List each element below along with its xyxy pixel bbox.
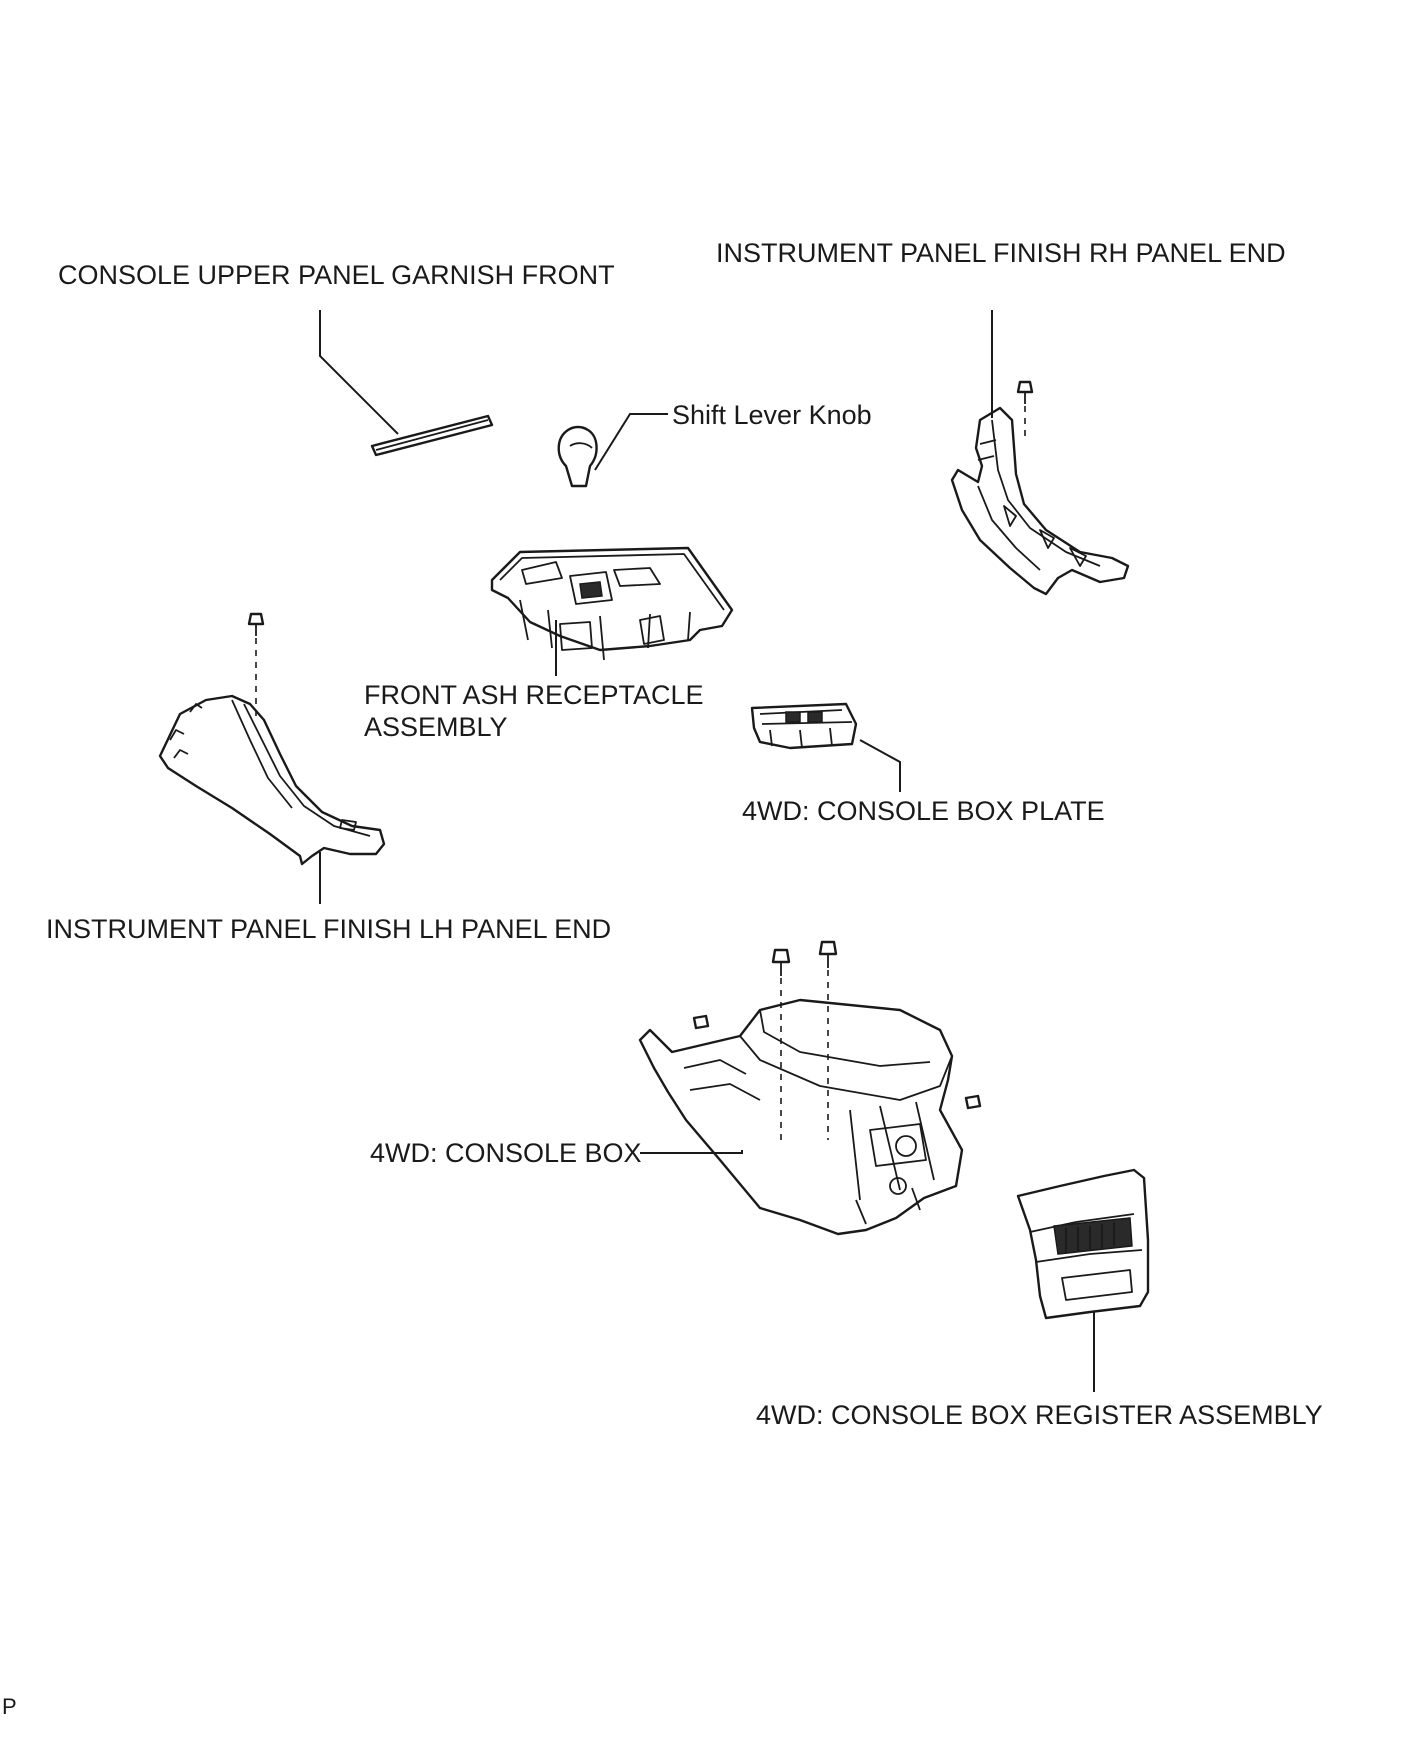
leader-console-plate	[859, 739, 901, 792]
label-console-box-register-assembly: 4WD: CONSOLE BOX REGISTER ASSEMBLY	[756, 1400, 1323, 1430]
label-console-box: 4WD: CONSOLE BOX	[370, 1138, 642, 1168]
label-instrument-panel-finish-lh-panel-end: INSTRUMENT PANEL FINISH LH PANEL END	[46, 914, 612, 944]
label-shift-lever-knob: Shift Lever Knob	[672, 400, 872, 430]
console-box-register-assembly-part	[1016, 1168, 1150, 1320]
screw-rh	[1016, 380, 1034, 404]
instrument-panel-finish-lh-part	[158, 694, 386, 866]
screw-console-1	[771, 948, 791, 976]
leader-shift-knob	[594, 413, 668, 471]
console-upper-panel-garnish-front-part	[370, 414, 494, 457]
label-console-upper-panel-garnish-front: CONSOLE UPPER PANEL GARNISH FRONT	[58, 260, 615, 290]
label-front-ash-receptacle-line1: FRONT ASH RECEPTACLE	[364, 680, 704, 710]
shift-lever-knob-part	[557, 425, 598, 488]
leader-console-box	[640, 1150, 743, 1154]
label-front-ash-receptacle-line2: ASSEMBLY	[364, 712, 508, 742]
instrument-panel-finish-rh-part	[950, 406, 1130, 596]
screw-lh	[247, 612, 265, 636]
label-instrument-panel-finish-rh-panel-end: INSTRUMENT PANEL FINISH RH PANEL END	[716, 238, 1286, 268]
console-box-plate-part	[750, 702, 858, 750]
label-console-box-plate: 4WD: CONSOLE BOX PLATE	[742, 796, 1105, 826]
screw-console-3	[692, 1014, 710, 1030]
screw-console-2	[818, 940, 838, 968]
screw-console-4	[964, 1094, 982, 1110]
leader-garnish	[319, 310, 399, 435]
console-box-part	[638, 998, 964, 1236]
front-ash-receptacle-assembly-part	[490, 546, 734, 661]
corner-mark: P	[2, 1694, 17, 1719]
